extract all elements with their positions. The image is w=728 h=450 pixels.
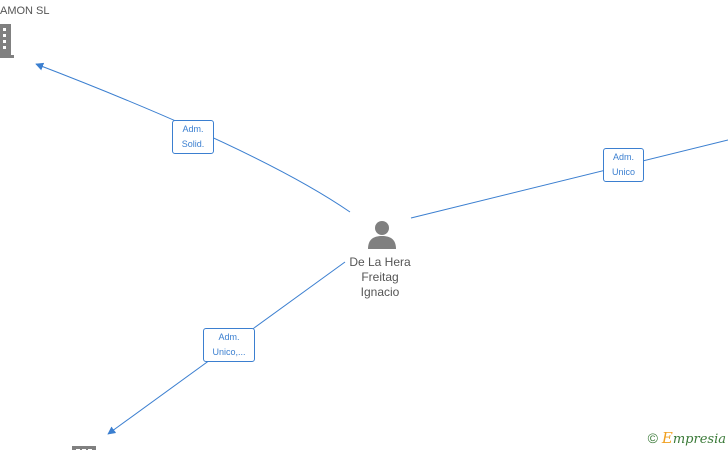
- edge-label-adm-unico-more[interactable]: Adm. Unico,...: [203, 328, 255, 362]
- brand-logo: Empresia: [662, 429, 726, 447]
- edge-label-line: Solid.: [181, 139, 205, 149]
- edge-label-line: Adm.: [218, 332, 240, 342]
- edge-label-adm-solid[interactable]: Adm. Solid.: [172, 120, 214, 154]
- person-name-line-2: Freitag: [361, 270, 399, 284]
- edge-label-line: Unico,...: [212, 347, 246, 357]
- brand-rest: mpresia: [672, 432, 726, 447]
- edge-label-line: Adm.: [612, 152, 634, 162]
- empresia-watermark: © Empresia: [648, 429, 726, 447]
- person-icon[interactable]: [367, 219, 397, 254]
- building-icon[interactable]: [72, 443, 96, 450]
- person-name[interactable]: De La Hera Freitag Ignacio: [330, 255, 430, 300]
- edge-label-line: Adm.: [182, 124, 204, 134]
- edge-label-line: Unico: [611, 167, 635, 177]
- person-name-line-1: De La Hera: [349, 255, 411, 269]
- edge-label-adm-unico[interactable]: Adm. Unico: [603, 148, 644, 182]
- brand-first-letter: E: [661, 429, 673, 447]
- person-name-line-3: Ignacio: [360, 285, 400, 299]
- building-icon[interactable]: [0, 24, 14, 65]
- copyright-icon: ©: [647, 430, 658, 446]
- edge-to-right-company: [410, 139, 728, 219]
- company-top-label[interactable]: AMON SL: [0, 5, 50, 17]
- edge-to-top-company: [35, 62, 351, 213]
